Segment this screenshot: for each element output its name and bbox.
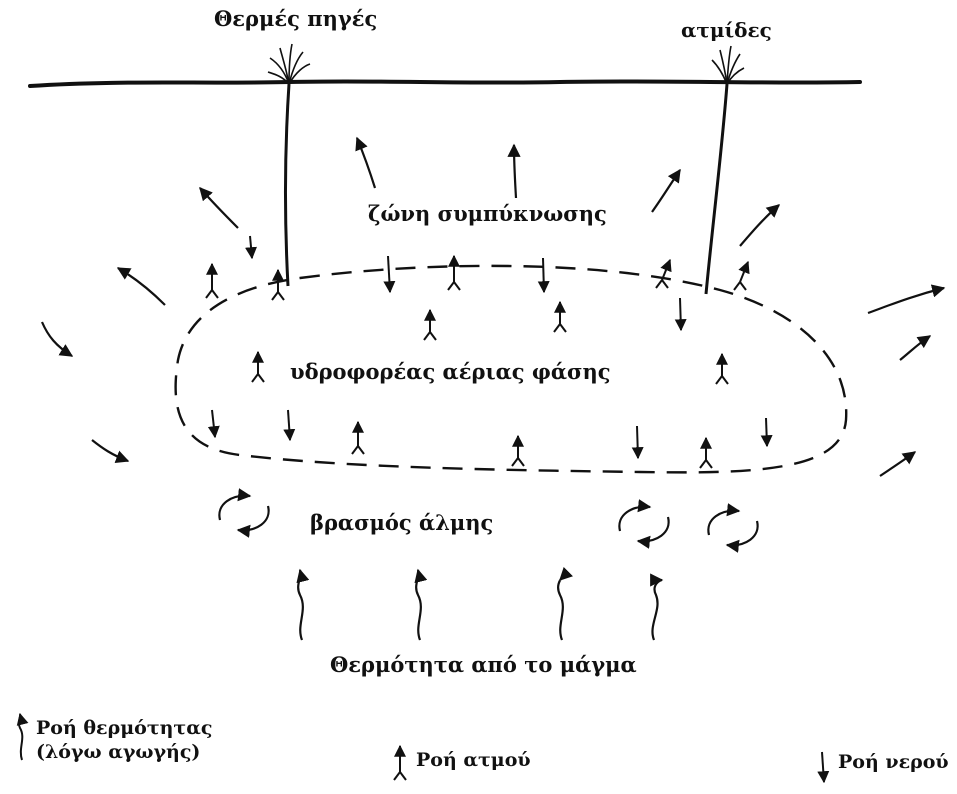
steam-flow-arrow xyxy=(656,260,670,288)
steam-flow-arrow xyxy=(448,256,460,290)
fumarole-plume-icon xyxy=(712,46,744,84)
steam-flow-arrow xyxy=(252,352,264,382)
vapor-aquifer-label: υδροφορέας αέριας φάσης xyxy=(290,361,611,382)
condensation-zone-label: ζώνη συμπύκνωσης xyxy=(368,203,607,224)
legend-heat-flow-line1: Ροή θερμότητας xyxy=(36,717,212,741)
legend-heat-flow-line2: (λόγω αγωγής) xyxy=(36,741,212,765)
steam-flow-arrow xyxy=(700,438,712,468)
convection-loop-icon xyxy=(708,511,757,546)
legend-heat-flow-label: Ροή θερμότητας (λόγω αγωγής) xyxy=(36,717,212,765)
legend-water-flow-icon xyxy=(822,752,824,782)
legend-steam-flow-label: Ροή ατμού xyxy=(416,749,531,773)
steam-flow-arrow xyxy=(554,302,566,332)
steam-flow-arrow xyxy=(512,436,524,466)
hot-springs-label: Θερμές πηγές xyxy=(214,8,377,29)
legend-water-flow-label: Ροή νερού xyxy=(838,751,949,775)
conductive-heat-arrows xyxy=(298,570,662,640)
fumaroles-label: ατμίδες xyxy=(681,20,772,40)
steam-flow-arrow xyxy=(716,354,728,384)
convection-loop-icon xyxy=(619,507,668,542)
steam-flow-arrow xyxy=(206,264,218,298)
hot-spring-conduit xyxy=(286,84,290,286)
water-flow-arrows-outer xyxy=(42,138,944,476)
steam-flow-arrow xyxy=(424,310,436,340)
hot-spring-plume-icon xyxy=(268,44,310,84)
convection-loop-icon xyxy=(219,496,268,531)
water-flow-down-arrows xyxy=(212,236,767,458)
magma-heat-label: Θερμότητα από το μάγμα xyxy=(330,654,637,675)
legend-heat-flow-icon xyxy=(19,714,22,760)
brine-boiling-label: βρασμός άλμης xyxy=(310,512,493,533)
steam-flow-arrow xyxy=(352,422,364,454)
steam-flow-arrow xyxy=(272,270,284,300)
fumarole-conduit xyxy=(706,84,727,294)
legend-steam-flow-icon xyxy=(394,746,406,780)
steam-flow-arrow xyxy=(734,262,748,290)
ground-surface-line xyxy=(30,81,860,86)
